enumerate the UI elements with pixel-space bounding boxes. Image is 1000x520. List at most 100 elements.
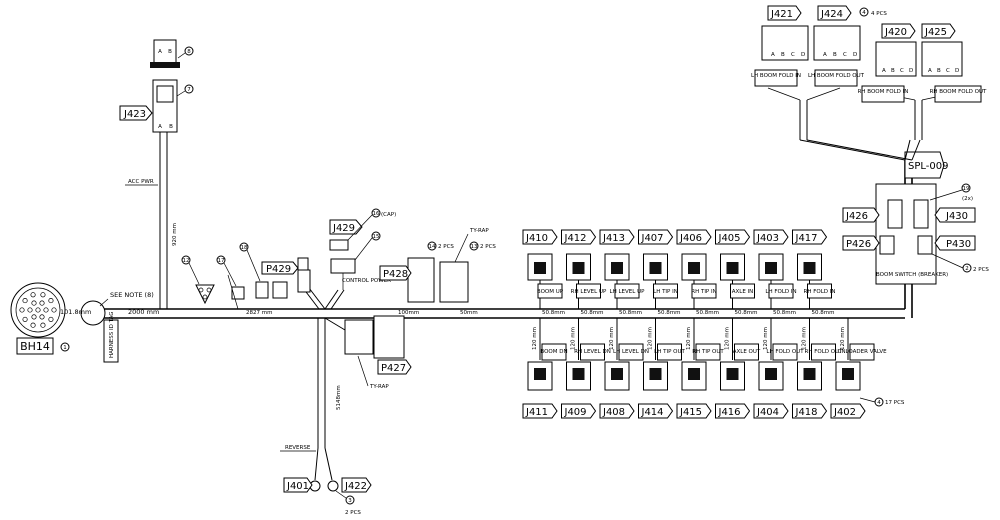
control-power-label: CONTROL POWER xyxy=(342,278,391,284)
callout-16: 16 xyxy=(373,211,380,217)
valve-tag-top: J412 xyxy=(564,233,587,244)
bh14-pin xyxy=(22,298,28,304)
spacing-dim: 50.8mm xyxy=(735,310,758,316)
j421-tag: J421 xyxy=(770,9,793,20)
bh14-pin xyxy=(51,307,57,313)
callout-17: 17 xyxy=(218,258,225,264)
function-label-box xyxy=(730,283,755,299)
valve-connector-top-face xyxy=(726,262,739,274)
pin-label: B xyxy=(891,68,895,74)
valve-connector-bottom-face xyxy=(765,368,777,380)
valve-function-top: AXLE IN xyxy=(732,289,754,295)
function-label-box xyxy=(772,343,798,361)
valve-function-top: LH LEVEL UP xyxy=(610,289,646,295)
callout-3: 3 xyxy=(348,498,352,504)
spacing-dim: 50.8mm xyxy=(658,310,681,316)
spacing-dim: 50.8mm xyxy=(696,310,719,316)
function-label-box xyxy=(576,283,601,299)
valve-function-top: RH TIP IN xyxy=(691,289,717,295)
valve-function-top: RH FOLD IN xyxy=(804,289,836,295)
j422-tag: J422 xyxy=(344,481,367,492)
valve-function-bottom: UNLOADER VALVE xyxy=(837,349,887,355)
bh14-tag: BH14 xyxy=(20,340,50,353)
valve-tag-top: J403 xyxy=(756,233,779,244)
drop-dim: 120 mm xyxy=(840,327,846,350)
function-label-box xyxy=(614,283,640,299)
valve-tag-top: J406 xyxy=(679,233,702,244)
p430-tag: P430 xyxy=(946,239,971,250)
spl009-tag: SPL-009 xyxy=(908,161,948,172)
callout-18: 18 xyxy=(241,245,248,251)
p427-tag: P427 xyxy=(381,363,406,374)
valve-tag-bottom: J411 xyxy=(525,407,548,418)
function-label-box xyxy=(811,343,836,361)
valve-tag-top: J413 xyxy=(602,233,625,244)
callout-4: 4 xyxy=(877,400,881,406)
bh14-pin xyxy=(40,292,46,298)
svg-text:920 mm: 920 mm xyxy=(172,223,178,246)
pin-label: A xyxy=(882,68,886,74)
valve-connector-bottom-face xyxy=(572,368,585,380)
j423-branch: A B A B 8 7 J423 ACC PWR 920 mm xyxy=(119,39,194,309)
valve-function-bottom: AXLE OUT xyxy=(733,349,761,355)
valve-tag-frame xyxy=(561,229,597,245)
valve-function-bottom: LH FOLD OUT xyxy=(766,349,804,355)
valve-tag-frame xyxy=(638,229,674,245)
valve-function-bottom: LH TIP OUT xyxy=(654,349,685,355)
valve-tag-bottom: J408 xyxy=(602,407,625,418)
j423-tag: J423 xyxy=(123,109,146,120)
j425-tag: J425 xyxy=(924,27,947,38)
valve-tag-frame xyxy=(753,229,789,245)
bh14-pin xyxy=(22,316,28,322)
pin-label: C xyxy=(843,52,847,58)
bh14-pin xyxy=(40,322,46,328)
svg-text:5148mm: 5148mm xyxy=(336,385,342,410)
drop-dim: 120 mm xyxy=(532,327,538,350)
svg-text:HARNESS ID TAG: HARNESS ID TAG xyxy=(109,311,115,358)
valve-tag-frame xyxy=(638,403,674,419)
bh14-pin xyxy=(31,314,37,320)
callout-15: 15 xyxy=(373,234,380,240)
four-pcs-note: 4 PCS xyxy=(871,11,887,17)
see-note-label: SEE NOTE (8) xyxy=(110,291,154,299)
boom-switch-label: BOOM SWITCH (BREAKER) xyxy=(876,272,948,278)
lh-boom-fold-out: LH BOOM FOLD OUT xyxy=(808,73,865,79)
spacing-dim: 50.8mm xyxy=(812,310,835,316)
ty-rap-a: TY-RAP xyxy=(469,228,489,234)
pin-label: B xyxy=(833,52,837,58)
drop-dim: 120 mm xyxy=(763,327,769,350)
function-label-box xyxy=(580,343,605,361)
spacing-dim: 50.8mm xyxy=(542,310,565,316)
callout-5: 4 xyxy=(862,10,866,16)
lh-boom-fold-in: LH BOOM FOLD IN xyxy=(751,73,801,79)
valve-callout: 4 17 PCS xyxy=(859,397,905,407)
valve-connector-top-face xyxy=(765,262,777,274)
drop-dim: 120 mm xyxy=(725,327,731,350)
valve-function-top: LH TIP IN xyxy=(653,289,678,295)
dim-2000: 2000 mm xyxy=(128,308,159,316)
j426-tag: J426 xyxy=(845,211,868,222)
reverse-label: REVERSE xyxy=(285,445,311,451)
j429-tag: J429 xyxy=(332,223,355,234)
valve-tag-frame xyxy=(599,403,635,419)
callout-2: 2 xyxy=(965,266,969,272)
pin-label: C xyxy=(791,52,795,58)
valve-tag-frame xyxy=(522,403,558,419)
valve-connector-bottom xyxy=(758,361,784,391)
valve-connector-bottom-face xyxy=(726,368,739,380)
valve-connector-top-face xyxy=(534,262,546,274)
pin-label: A xyxy=(771,52,775,58)
valve-function-bottom: RH LEVEL DN xyxy=(574,349,611,355)
valve-tag-top: J405 xyxy=(718,233,741,244)
svg-text:A: A xyxy=(158,124,162,130)
callout-12: 12 xyxy=(183,258,190,264)
valve-function-top: BOOM UP xyxy=(537,289,564,295)
bh14-pin xyxy=(35,307,41,313)
function-label-box xyxy=(734,343,759,361)
rh-boom-fold-out: RH BOOM FOLD OUT xyxy=(930,89,987,95)
pin-label: C xyxy=(946,68,950,74)
callout-1: 1 xyxy=(63,345,67,351)
ty-rap-c: TY-RAP xyxy=(369,384,389,390)
svg-text:B: B xyxy=(169,124,173,130)
pin-label: A xyxy=(928,68,932,74)
